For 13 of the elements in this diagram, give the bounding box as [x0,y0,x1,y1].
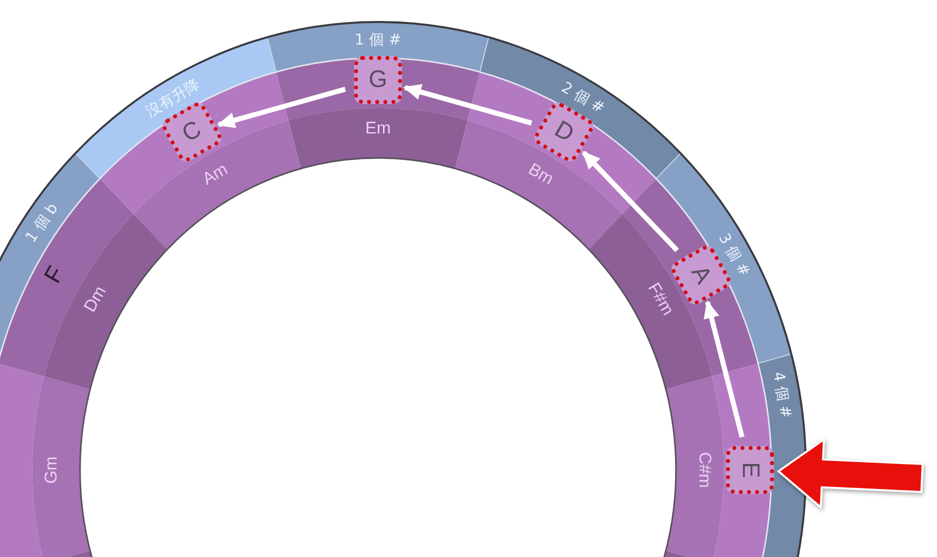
arrow [704,300,744,438]
arrow [216,86,346,128]
key-signature-label: 1 個 b [22,201,60,246]
highlighted-key-box: E [726,446,774,494]
arrow [582,150,679,252]
minor-key-label: C#m [696,452,714,488]
minor-key-label: Dm [81,283,110,315]
minor-key-label: Em [365,120,391,136]
major-key-label: F [41,262,70,288]
highlighted-key-box: G [354,56,402,104]
key-signature-label: 1 個 # [354,32,402,48]
minor-key-label: Gm [42,456,60,484]
key-signature-label: 4 個 # [770,371,794,420]
